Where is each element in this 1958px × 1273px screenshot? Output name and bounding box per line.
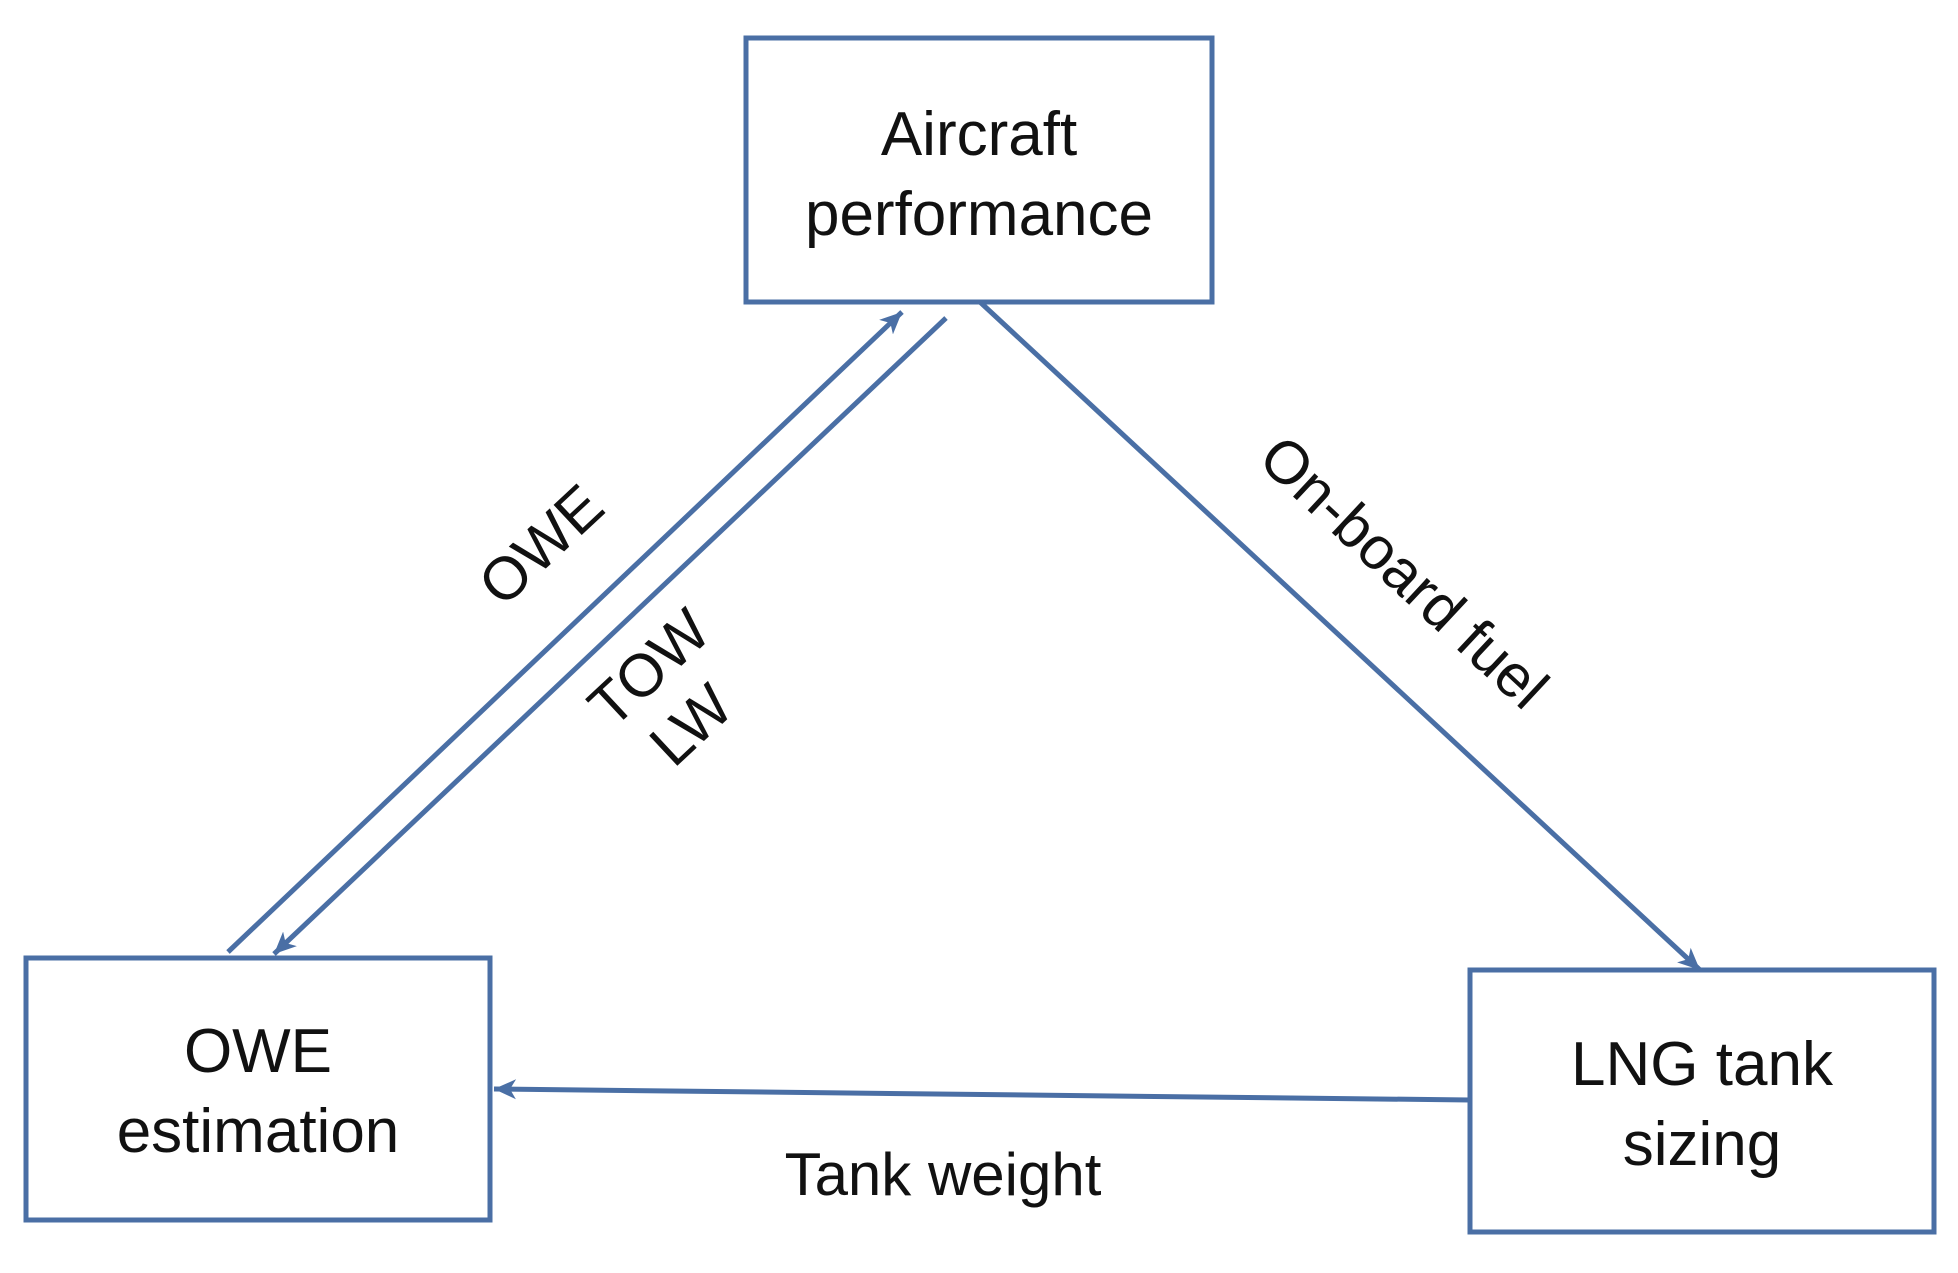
node-lng-tank-sizing-line1: LNG tank <box>1571 1030 1834 1099</box>
edge-performance-to-lng <box>978 300 1702 972</box>
node-owe-estimation-line1: OWE <box>184 1017 332 1086</box>
edge-label-owe: OWE <box>466 472 617 619</box>
edge-performance-to-owe <box>272 316 948 956</box>
node-aircraft-performance-line1: Aircraft <box>881 100 1077 169</box>
edge-lng-to-owe <box>493 1079 1471 1103</box>
edge-owe-to-performance <box>226 310 904 954</box>
node-owe-estimation-line2: estimation <box>117 1097 400 1166</box>
node-owe-estimation: OWE estimation <box>23 955 493 1223</box>
edge-label-tank-weight: Tank weight <box>785 1141 1102 1208</box>
node-aircraft-performance-line2: performance <box>805 180 1153 249</box>
node-aircraft-performance: Aircraft performance <box>743 35 1215 305</box>
node-lng-tank-sizing-line2: sizing <box>1623 1110 1782 1179</box>
node-lng-tank-sizing: LNG tank sizing <box>1467 967 1937 1235</box>
edge-label-on-board-fuel: On-board fuel <box>1247 422 1561 721</box>
